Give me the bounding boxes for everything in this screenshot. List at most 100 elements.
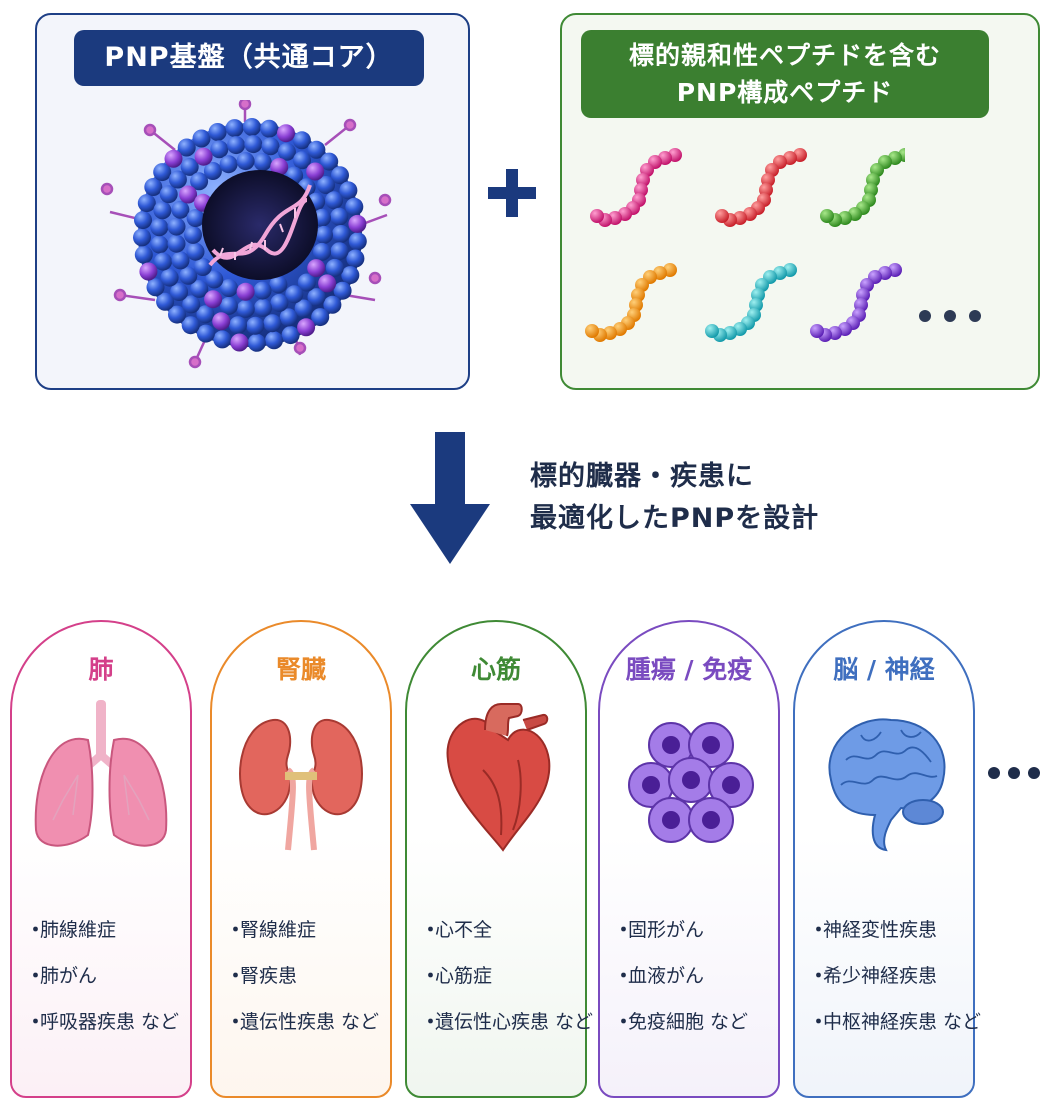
disease-list: ・神経変性疾患・希少神経疾患・中枢神経疾患 など: [809, 918, 981, 1056]
disease-label: 固形がん: [628, 919, 705, 941]
design-caption-line1: 標的臓器・疾患に: [530, 461, 754, 492]
nanoparticle-bead: [244, 135, 263, 154]
down-arrow-icon: [410, 432, 490, 564]
nanoparticle-bead: [167, 234, 186, 253]
nanoparticle-bead: [236, 282, 255, 301]
peptide-chain: [585, 263, 677, 342]
organ-name: 腎臓: [275, 655, 326, 684]
disease-list: ・肺線維症・肺がん・呼吸器疾患 など: [26, 918, 179, 1056]
peptide-chain: [810, 263, 902, 342]
nanoparticle-bead: [204, 290, 223, 309]
nanoparticle-bead: [269, 275, 288, 294]
bullet: ・: [226, 919, 246, 941]
nanoparticle-bead: [247, 333, 266, 352]
disease-label: 心筋症: [435, 965, 493, 987]
disease-list: ・腎線維症・腎疾患・遺伝性疾患 など: [226, 918, 379, 1056]
peptide-panel-title: 標的親和性ペプチドを含む PNP構成ペプチド: [581, 30, 989, 118]
nanoparticle-bead: [331, 166, 349, 185]
disease-label: 中枢神経疾患 など: [823, 1011, 982, 1033]
nanoparticle-bead: [292, 131, 311, 150]
nanoparticle-bead: [181, 316, 200, 335]
nanoparticle-bead: [297, 318, 316, 337]
organ-card: 肺・肺線維症・肺がん・呼吸器疾患 など: [10, 620, 192, 1098]
nanoparticle-bead: [184, 225, 202, 244]
nanoparticle-bead: [261, 137, 280, 156]
nanoparticle-bead: [167, 217, 186, 236]
nanoparticle-bead: [134, 211, 152, 230]
bullet: ・: [809, 919, 829, 941]
organ-name: 脳 / 神経: [833, 655, 935, 684]
nanoparticle-bead: [171, 251, 190, 270]
organ-card: 腫瘍 / 免疫・固形がん・血液がん・免疫細胞 など: [598, 620, 780, 1098]
nanoparticle-bead: [208, 123, 227, 141]
nanoparticle-bead: [153, 163, 172, 182]
nanoparticle-bead: [307, 259, 326, 278]
nanoparticle-bead: [297, 273, 316, 292]
disease-label: 遺伝性心疾患 など: [435, 1011, 594, 1033]
bullet: ・: [421, 1011, 441, 1033]
disease-item: ・呼吸器疾患 など: [26, 1010, 179, 1056]
bullet: ・: [421, 919, 441, 941]
nanoparticle-bead: [154, 252, 172, 271]
peptide-chains-group: [585, 148, 905, 342]
nanoparticle-bead: [311, 308, 330, 327]
nanoparticle-bead: [190, 172, 209, 191]
nanoparticle-bead: [160, 268, 179, 287]
nanoparticle-bead: [190, 279, 209, 298]
plus-icon: [488, 169, 536, 217]
disease-label: 腎疾患: [240, 965, 298, 987]
bullet: ・: [421, 965, 441, 987]
bullet: ・: [614, 1011, 634, 1033]
bullet: ・: [809, 1011, 829, 1033]
nanoparticle-bead: [179, 266, 198, 285]
kidneys-icon: [228, 700, 374, 870]
disease-list: ・心不全・心筋症・遺伝性心疾患 など: [421, 918, 593, 1056]
peptide-chain: [590, 148, 682, 227]
disease-label: 免疫細胞 など: [628, 1011, 749, 1033]
nanoparticle-bead: [260, 119, 279, 138]
organ-card: 腎臓・腎線維症・腎疾患・遺伝性疾患 など: [210, 620, 392, 1098]
nanoparticle-bead: [196, 305, 215, 324]
disease-item: ・神経変性疾患: [809, 918, 981, 964]
bullet: ・: [614, 919, 634, 941]
nanoparticle-bead: [270, 158, 289, 176]
nanoparticle-bead: [225, 119, 244, 138]
nanoparticle-bead: [170, 283, 189, 301]
bullet: ・: [26, 919, 46, 941]
nanoparticle-bead: [348, 232, 367, 251]
nanoparticle-bead: [159, 185, 178, 204]
nanoparticle-bead: [177, 138, 196, 157]
nanoparticle-bead: [205, 270, 224, 289]
nanoparticle-bead: [168, 305, 186, 324]
nanoparticle-bead: [253, 153, 272, 172]
nanoparticle-bead: [150, 235, 169, 254]
nanoparticle-bead: [339, 181, 358, 200]
nanoparticle-bead: [333, 281, 352, 300]
design-caption: 標的臓器・疾患に 最適化したPNPを設計: [530, 456, 890, 540]
more-organs-icon: [988, 767, 1040, 779]
nanoparticle-bead: [317, 176, 335, 194]
disease-item: ・肺線維症: [26, 918, 179, 964]
nanoparticle-bead: [171, 200, 190, 219]
nanoparticle-bead: [307, 288, 326, 307]
pnp-core-title: PNP基盤（共通コア）: [74, 30, 424, 86]
nanoparticle-bead: [236, 299, 255, 318]
nanoparticle-bead: [186, 209, 205, 228]
heart-icon: [423, 700, 569, 870]
nanoparticle-bead: [194, 147, 213, 166]
disease-label: 心不全: [435, 919, 493, 941]
nanoparticle-bead: [277, 124, 295, 143]
disease-item: ・腎線維症: [226, 918, 379, 964]
cells-icon: [616, 700, 762, 870]
nanoparticle-bead: [315, 225, 333, 244]
organ-name: 肺: [88, 655, 114, 684]
disease-item: ・遺伝性心疾患 など: [421, 1010, 593, 1056]
disease-list: ・固形がん・血液がん・免疫細胞 など: [614, 918, 748, 1056]
nanoparticle-bead: [153, 201, 172, 220]
nanoparticle-bead: [230, 333, 249, 352]
nanoparticle-bead: [285, 285, 304, 304]
nanoparticle-bead: [246, 316, 265, 335]
nanoparticle-bead: [156, 292, 175, 311]
nanoparticle-bead: [146, 278, 165, 297]
bullet: ・: [809, 965, 829, 987]
